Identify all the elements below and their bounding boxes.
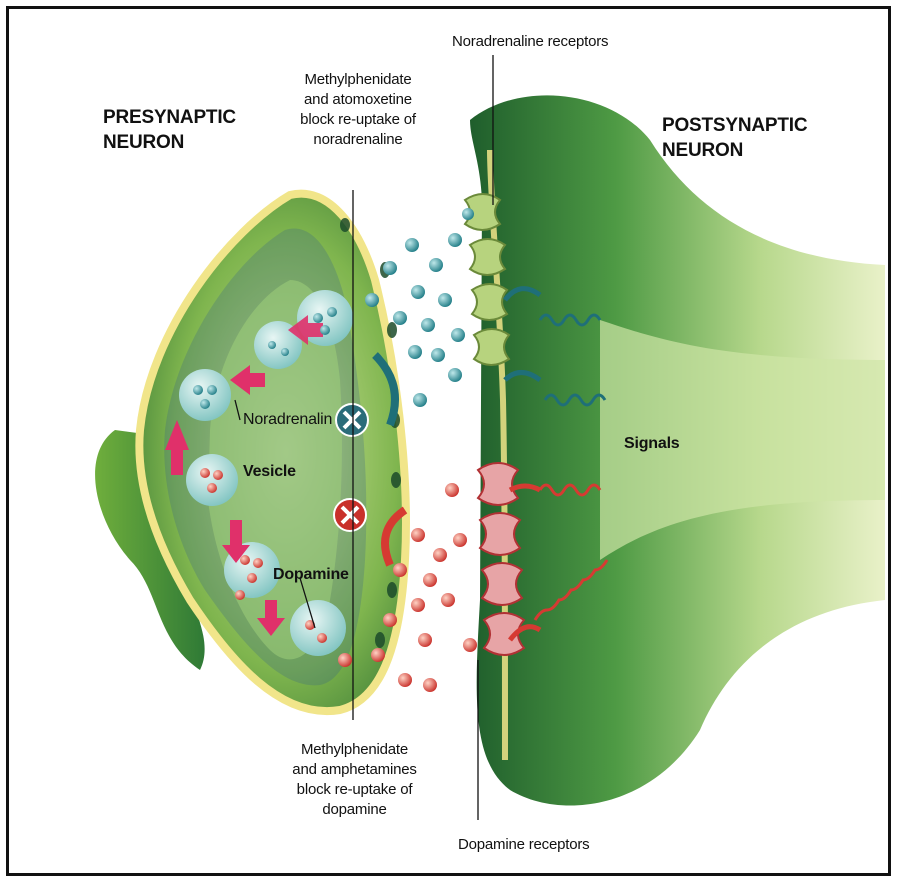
postsynaptic-line-1: POSTSYNAPTIC [662, 113, 807, 138]
presynaptic-line-1: PRESYNAPTIC [103, 105, 236, 130]
dopamine-label: Dopamine [273, 565, 349, 585]
norad-block-line-1: Methylphenidate [278, 70, 438, 90]
presynaptic-line-2: NEURON [103, 130, 236, 155]
signals-label: Signals [624, 434, 680, 454]
norad-block-line-2: and atomoxetine [278, 90, 438, 110]
dopa-block-line-4: dopamine [272, 800, 437, 820]
noradrenaline-block-label: Methylphenidate and atomoxetine block re… [278, 70, 438, 150]
norad-block-line-3: block re-uptake of [278, 110, 438, 130]
dopa-block-line-2: and amphetamines [272, 760, 437, 780]
noradrenalin-label: Noradrenalin [243, 410, 332, 430]
dopa-block-line-1: Methylphenidate [272, 740, 437, 760]
dopamine-block-label: Methylphenidate and amphetamines block r… [272, 740, 437, 820]
vesicle-label: Vesicle [243, 462, 296, 482]
dopa-block-line-3: block re-uptake of [272, 780, 437, 800]
norad-block-line-4: noradrenaline [278, 130, 438, 150]
postsynaptic-label: POSTSYNAPTIC NEURON [662, 113, 807, 163]
presynaptic-label: PRESYNAPTIC NEURON [103, 105, 236, 155]
noradrenaline-receptors-label: Noradrenaline receptors [452, 32, 652, 52]
dopamine-receptors-label: Dopamine receptors [458, 835, 658, 855]
postsynaptic-line-2: NEURON [662, 138, 807, 163]
